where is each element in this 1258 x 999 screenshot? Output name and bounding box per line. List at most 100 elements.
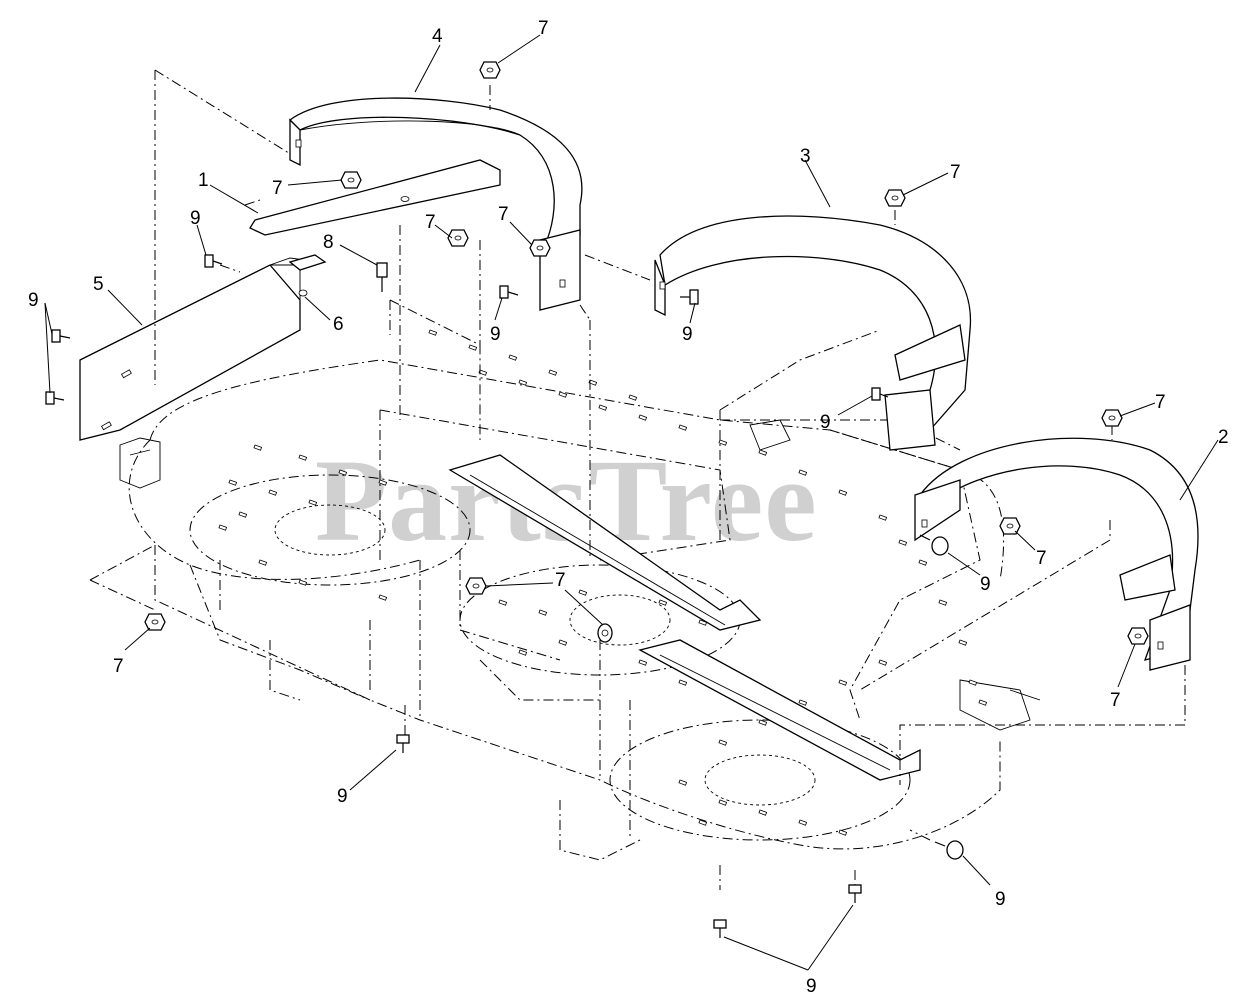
deck-slot-hole: [253, 444, 263, 451]
nut-icon: [529, 239, 551, 257]
deck-slot-hole: [498, 599, 508, 606]
callout-7: 7: [113, 656, 124, 677]
callout-7: 7: [538, 18, 549, 39]
part-4-rear-baffle: [289, 97, 583, 311]
deck-slot-hole: [378, 479, 388, 486]
deck-slot-hole: [758, 809, 768, 816]
deck-slot-hole: [678, 424, 688, 431]
nut-icon: [144, 613, 166, 631]
deck-slot-hole: [918, 559, 928, 566]
deck-slot-hole: [698, 819, 708, 826]
deck-slot-hole: [678, 779, 688, 786]
deck-slot-hole: [558, 639, 568, 646]
callout-9: 9: [28, 290, 39, 311]
deck-slot-hole: [308, 499, 318, 506]
bolt-icon: [713, 919, 727, 938]
bolt-icon: [848, 884, 862, 903]
deck-slot-hole: [548, 369, 558, 376]
center-baffle: [448, 454, 921, 781]
deck-slot-hole: [798, 469, 808, 476]
bolt-icon: [871, 387, 889, 401]
deck-slot-hole: [518, 379, 528, 386]
callout-9: 9: [806, 976, 817, 997]
deck-slot-hole: [428, 329, 438, 336]
callout-3: 3: [800, 146, 811, 167]
deck-slot-hole: [718, 439, 728, 446]
callout-7: 7: [272, 178, 283, 199]
part-3-center-baffle: [654, 215, 972, 451]
callout-4: 4: [432, 26, 443, 47]
nut-icon: [884, 189, 906, 207]
deck-slot-hole: [338, 469, 348, 476]
part-5-left-baffle-plate: [79, 69, 322, 441]
deck-slot-hole: [978, 699, 988, 706]
deck-slot-hole: [878, 659, 888, 666]
hardware-bolts: [45, 254, 964, 938]
deck-slot-hole: [718, 739, 728, 746]
deck-slot-hole: [588, 379, 598, 386]
nut-icon: [465, 577, 487, 595]
deck-slot-hole: [538, 609, 548, 616]
callout-7: 7: [950, 162, 961, 183]
deck-slot-hole: [578, 589, 588, 596]
nut-icon: [1101, 409, 1123, 427]
nut-icon: [340, 171, 362, 189]
deck-slot-hole: [218, 524, 228, 531]
callout-9: 9: [682, 324, 693, 345]
deck-slot-hole: [958, 639, 968, 646]
deck-slot-hole: [798, 699, 808, 706]
deck-slot-hole: [478, 369, 488, 376]
bolt-icon: [396, 734, 410, 753]
callout-7: 7: [1155, 392, 1166, 413]
deck-slot-hole: [298, 579, 308, 586]
deck-slot-hole: [508, 354, 518, 361]
callout-6: 6: [333, 314, 344, 335]
bolt-icon: [204, 254, 223, 268]
nut-icon: [447, 229, 469, 247]
deck-slot-hole: [758, 719, 768, 726]
deck-slot-hole: [798, 819, 808, 826]
callout-9: 9: [995, 889, 1006, 910]
callout-7: 7: [498, 204, 509, 225]
bolt-icon: [934, 840, 964, 860]
callout-7: 7: [555, 570, 566, 591]
deck-slot-hole: [468, 344, 478, 351]
deck-slot-hole: [938, 599, 948, 606]
deck-slot-hole: [268, 489, 278, 496]
bolt-icon: [51, 329, 71, 343]
nut-icon: [479, 61, 501, 79]
deck-slot-hole: [628, 394, 638, 401]
callout-9: 9: [337, 786, 348, 807]
bolt-icon: [499, 285, 519, 299]
deck-slot-hole: [678, 679, 688, 686]
bolt-icon: [45, 391, 65, 405]
deck-slot-hole: [598, 404, 608, 411]
deck-slot-hole: [698, 619, 708, 626]
watermark-text: PartsTree: [315, 435, 818, 566]
callout-9: 9: [490, 324, 501, 345]
callout-9: 9: [190, 208, 201, 229]
part-2-right-baffle: [914, 437, 1199, 671]
deck-slot-hole: [258, 559, 268, 566]
deck-slot-hole: [658, 599, 668, 606]
deck-slot-hole: [838, 829, 848, 836]
deck-slot-hole: [518, 649, 528, 656]
callout-8: 8: [323, 232, 334, 253]
callout-7: 7: [1110, 690, 1121, 711]
deck-slot-hole: [558, 391, 568, 398]
clip-icon: [288, 254, 327, 297]
hardware-nuts: [144, 61, 1149, 645]
deck-slot-hole: [228, 479, 238, 486]
deck-slot-hole: [838, 679, 848, 686]
deck-slot-hole: [718, 799, 728, 806]
nut-icon: [597, 623, 613, 643]
deck-slot-hole: [968, 679, 978, 686]
bolt-icon: [680, 289, 699, 305]
deck-slot-hole: [638, 414, 648, 421]
mower-deck-housing: [119, 329, 1041, 861]
callout-9: 9: [820, 412, 831, 433]
leader-lines: [44, 34, 1219, 971]
callout-5: 5: [93, 274, 104, 295]
deck-slot-hole: [378, 594, 388, 601]
